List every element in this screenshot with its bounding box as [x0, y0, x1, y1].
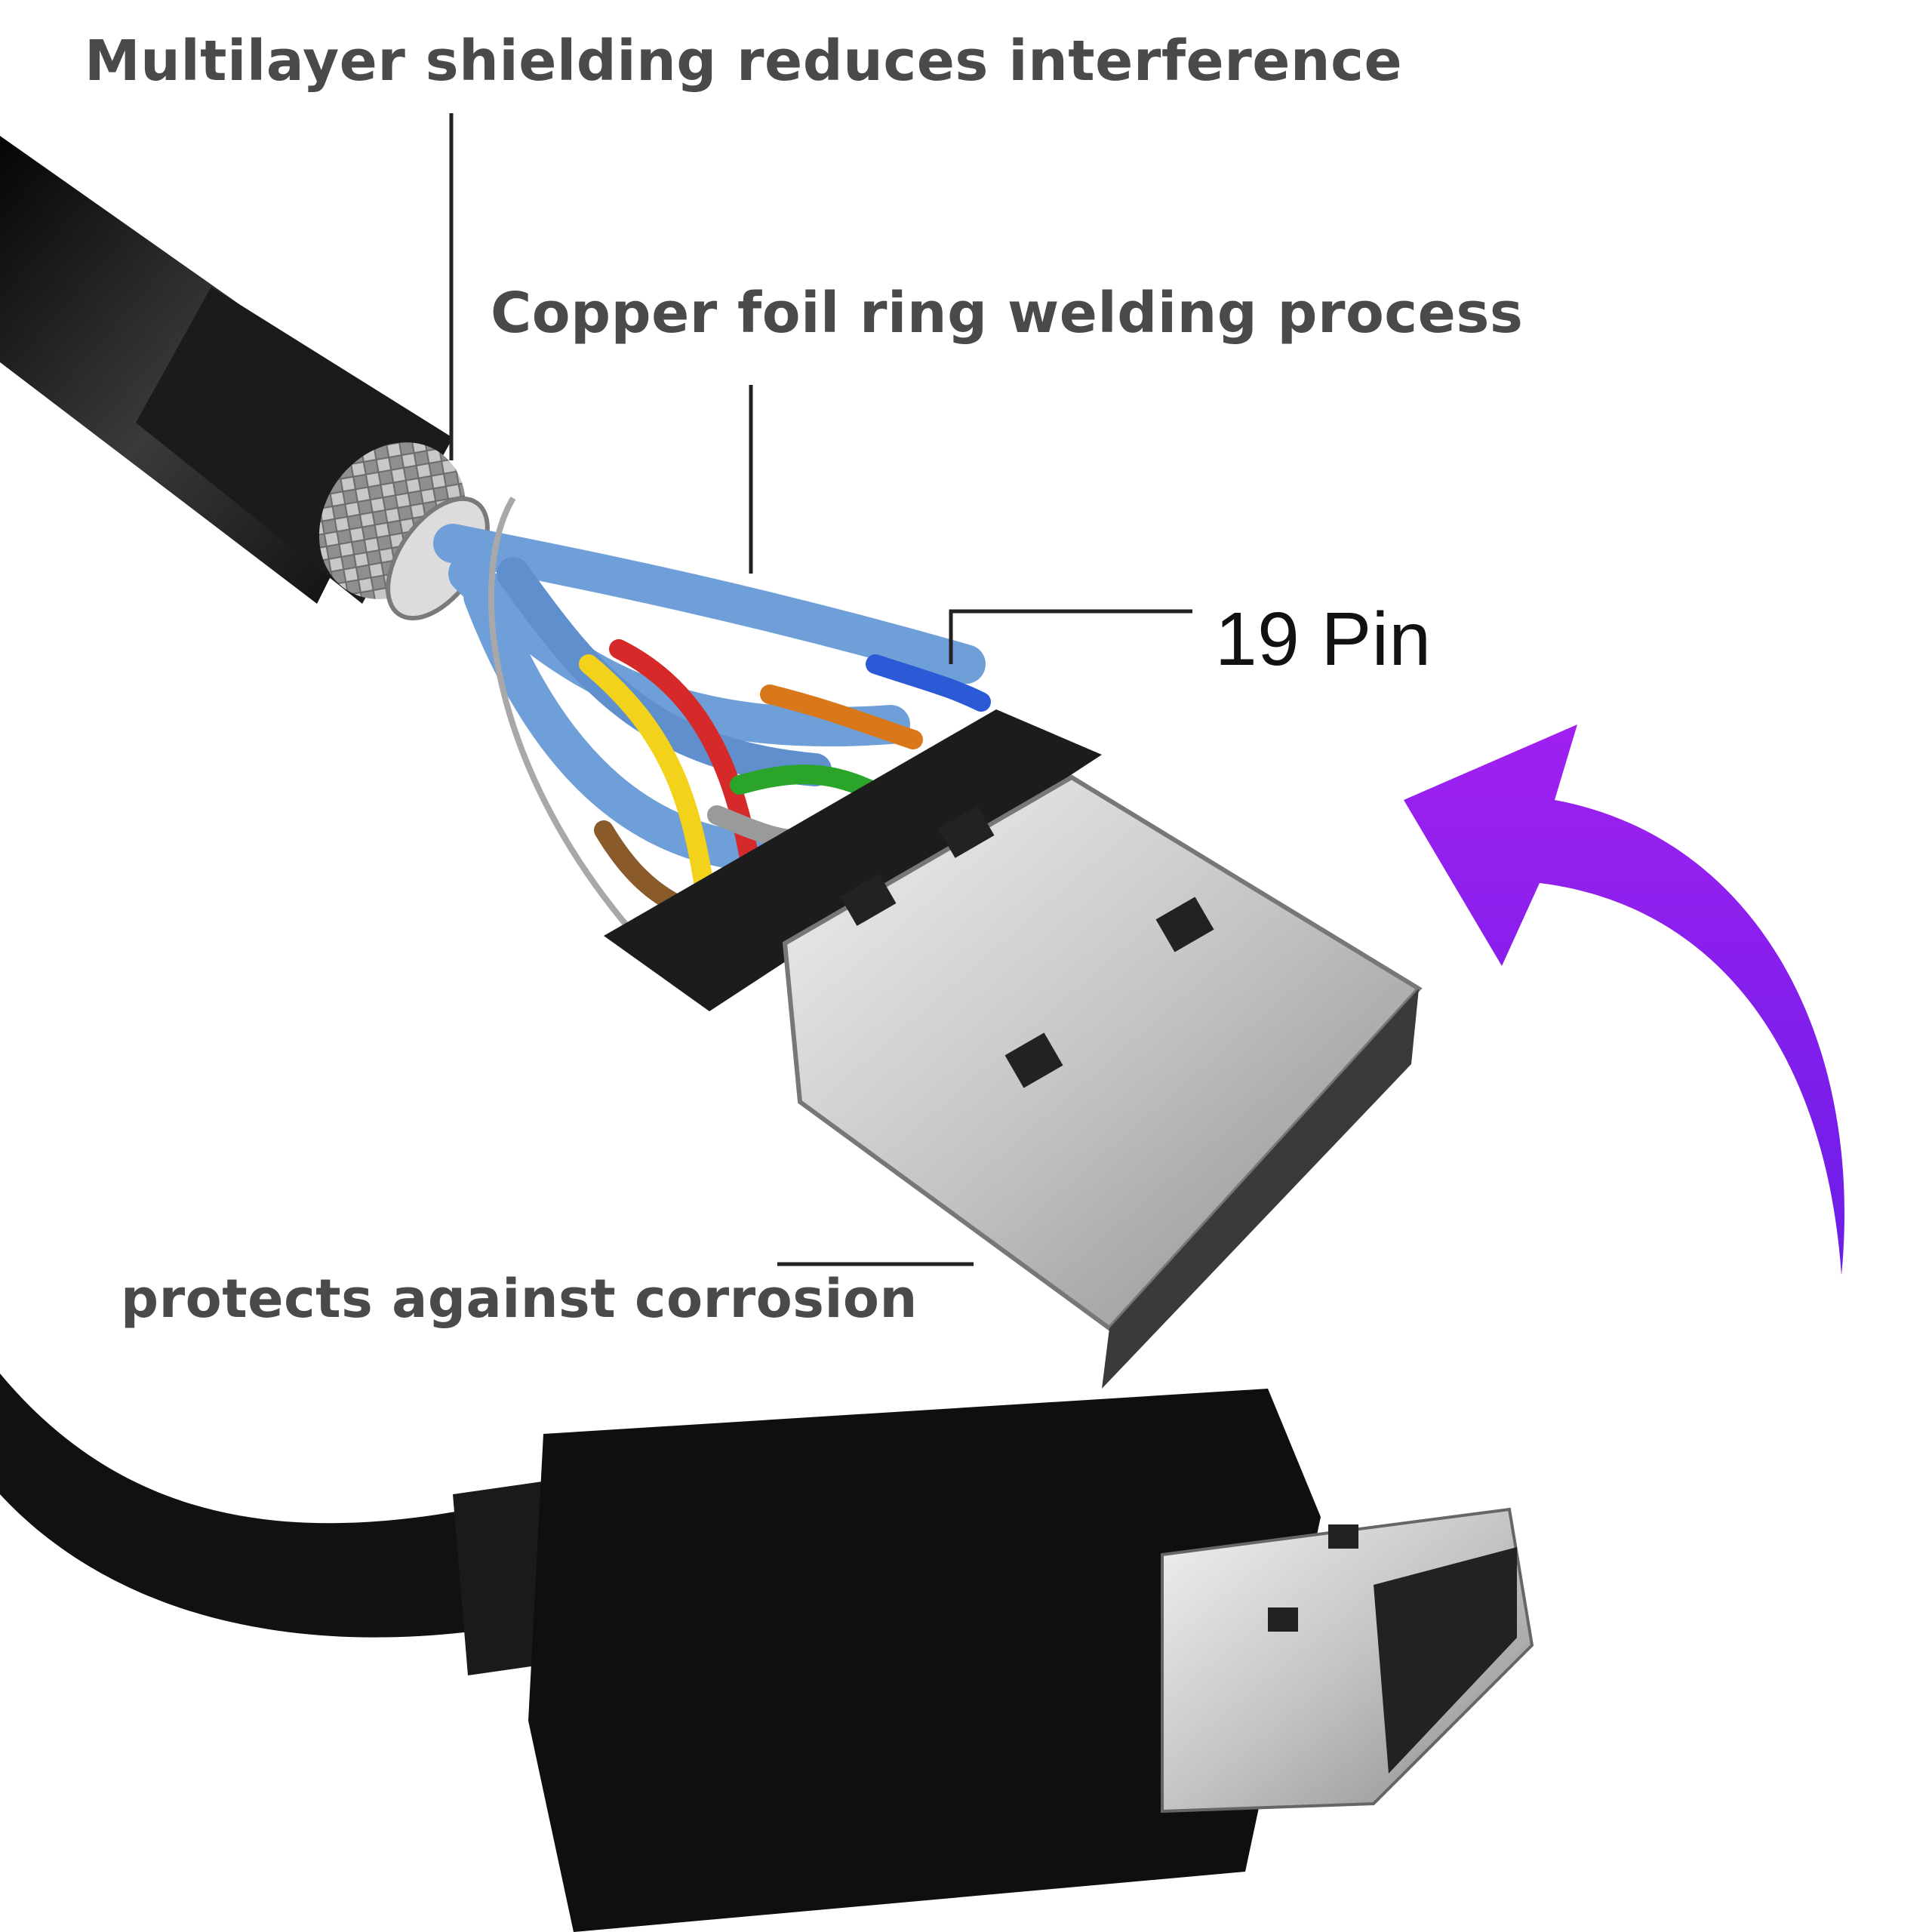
connector-hole: [1268, 1607, 1298, 1632]
blue-wire: [866, 654, 991, 712]
colored-conductors: [579, 639, 991, 931]
connector-body: [528, 1389, 1321, 1932]
upper-cable: [0, 136, 490, 621]
orange-wire: [760, 685, 923, 749]
shell-hole: [1155, 897, 1214, 952]
shell-mouth: [1102, 989, 1419, 1389]
lower-cable: [0, 1374, 1534, 1932]
connector-hole: [1328, 1524, 1358, 1549]
drain-wire: [488, 496, 651, 953]
pin-count-label: 19 Pin: [1215, 597, 1432, 681]
red-wire: [609, 639, 764, 900]
connector-pin-slot: [1374, 1547, 1517, 1774]
pin-holder: [604, 709, 1102, 1011]
lower-cable-jacket: [0, 1374, 483, 1638]
green-wire: [730, 764, 885, 802]
shielding-label: Multilayer shielding reduces interferenc…: [85, 29, 1403, 94]
shell-hole: [1004, 1032, 1063, 1088]
leader-lines: [449, 113, 1192, 1266]
shell-hole: [938, 805, 995, 858]
corrosion-label: protects against corrosion: [121, 1268, 918, 1330]
hdmi-plug-cutaway: [604, 709, 1423, 1389]
curved-arrow-icon: [1404, 724, 1844, 1275]
shell-hole: [840, 873, 897, 926]
copper-welding-label: Copper foil ring welding process: [491, 281, 1524, 346]
